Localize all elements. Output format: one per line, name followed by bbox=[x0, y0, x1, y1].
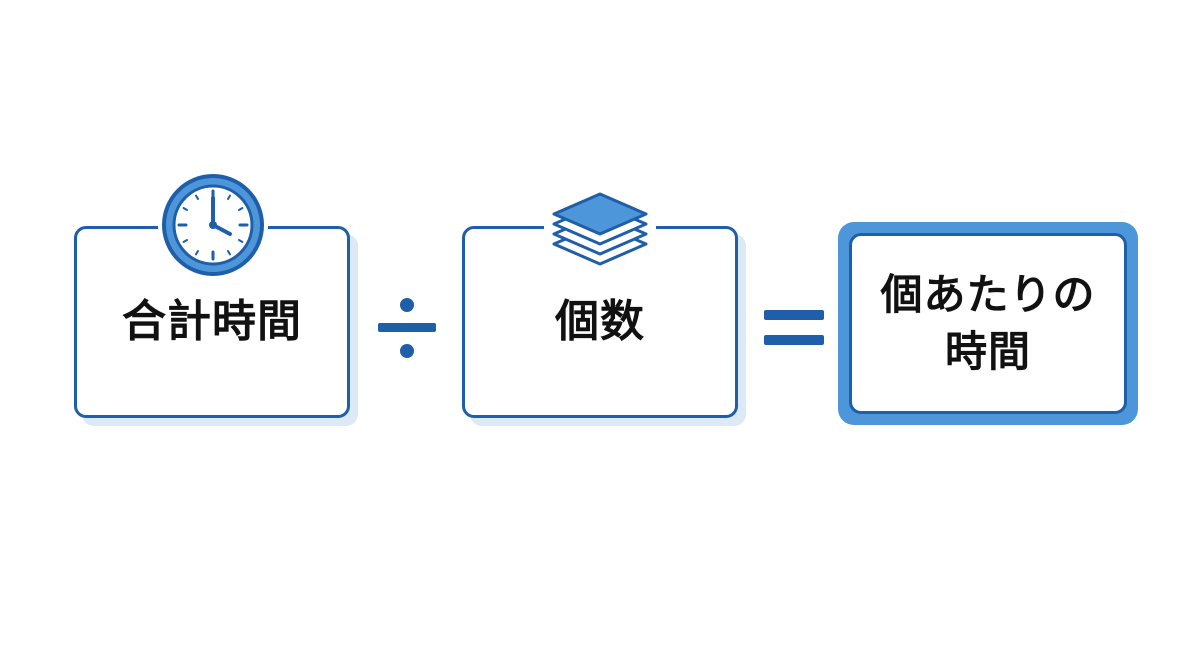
time-per-item-label-line2: 時間 bbox=[944, 326, 1031, 376]
clock-icon bbox=[162, 174, 264, 276]
time-per-item-label-line1: 個あたりの bbox=[880, 269, 1096, 319]
equals-operator bbox=[764, 310, 824, 345]
total-time-label: 合計時間 bbox=[122, 296, 302, 347]
stacked-sheets-icon bbox=[552, 192, 648, 266]
item-count-label: 個数 bbox=[555, 296, 645, 347]
clock-icon-holder bbox=[158, 172, 268, 278]
time-per-item-label: 個あたりの 時間 bbox=[880, 267, 1095, 380]
stacked-sheets-icon-holder bbox=[544, 182, 656, 274]
time-per-item-box: 個あたりの 時間 bbox=[849, 233, 1127, 414]
divide-operator bbox=[378, 298, 436, 358]
